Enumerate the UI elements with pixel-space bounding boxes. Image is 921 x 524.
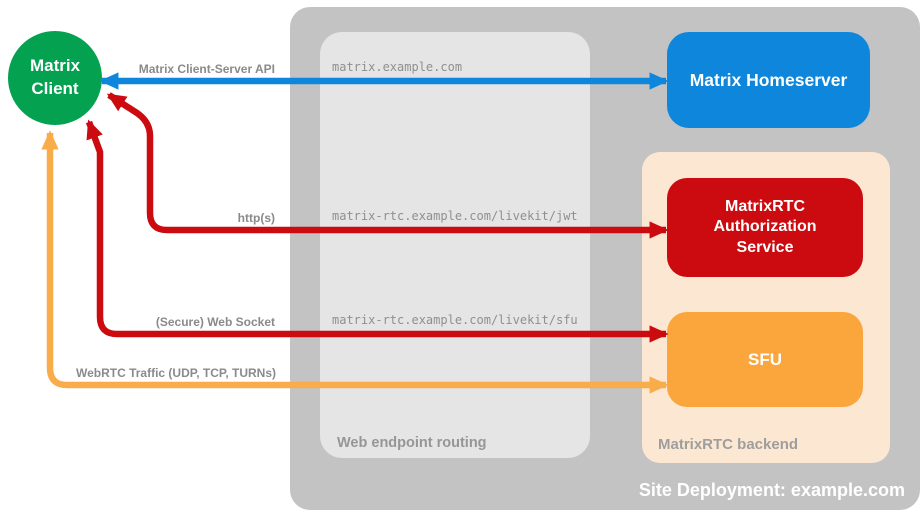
site-deployment-label: Site Deployment: example.com — [638, 480, 905, 500]
matrix-homeserver-label: Matrix Homeserver — [689, 69, 848, 90]
matrix-homeserver-node: Matrix Homeserver — [667, 32, 870, 128]
endpoint-matrix-example-com: matrix.example.com — [332, 60, 463, 74]
sfu-label: SFU — [748, 349, 782, 369]
endpoint-livekit-jwt: matrix-rtc.example.com/livekit/jwt — [332, 209, 578, 223]
edge-label-client-server-api: Matrix Client-Server API — [138, 62, 275, 76]
web-endpoint-routing-label: Web endpoint routing — [337, 435, 487, 451]
web-endpoint-routing-container: Web endpoint routing — [320, 32, 590, 458]
matrixrtc-backend-label: MatrixRTC backend — [658, 436, 799, 453]
edge-label-https: http(s) — [237, 211, 275, 225]
matrixrtc-auth-service-node: MatrixRTC Authorization Service — [667, 178, 863, 277]
matrixrtc-auth-service-label: MatrixRTC Authorization Service — [713, 197, 817, 256]
matrix-client-label: Matrix Client — [29, 56, 81, 98]
edge-label-webrtc-traffic: WebRTC Traffic (UDP, TCP, TURNs) — [75, 366, 276, 380]
matrix-client-node: Matrix Client — [8, 31, 102, 125]
endpoint-livekit-sfu: matrix-rtc.example.com/livekit/sfu — [332, 313, 578, 327]
edge-label-secure-web-socket: (Secure) Web Socket — [155, 315, 275, 329]
sfu-node: SFU — [667, 312, 863, 407]
